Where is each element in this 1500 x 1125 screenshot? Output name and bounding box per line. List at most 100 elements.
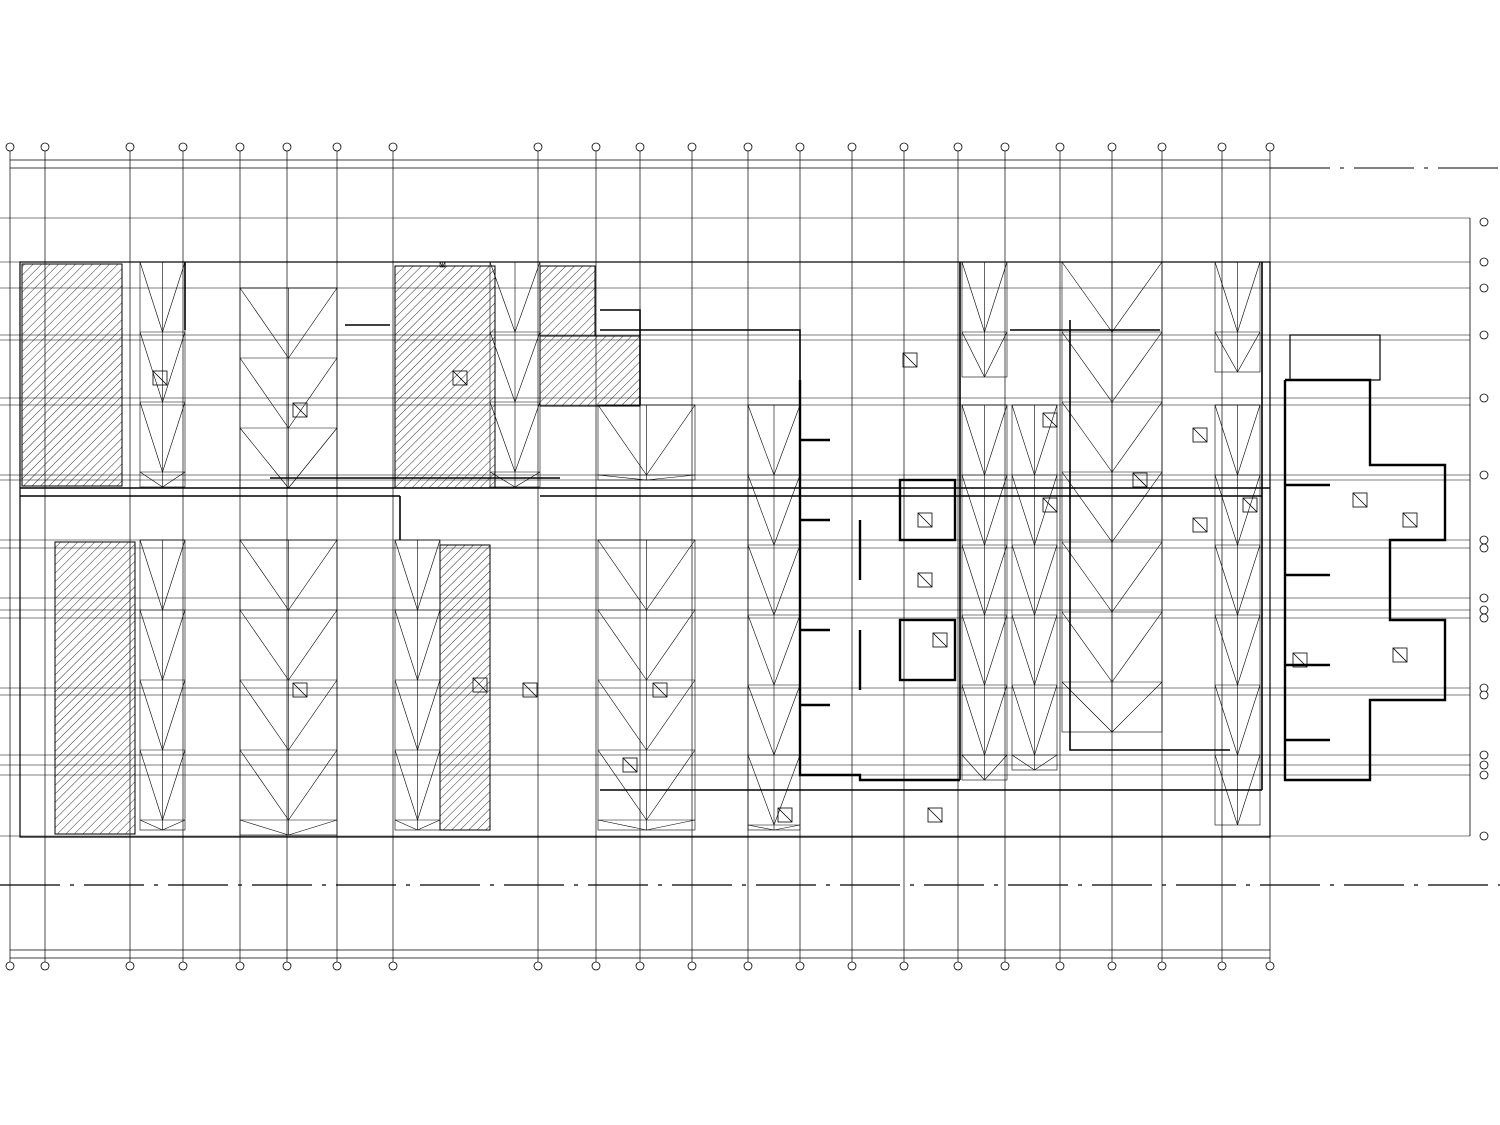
axis-bubble — [635, 142, 645, 152]
equipment-cross — [622, 757, 638, 773]
axis-bubble — [1479, 831, 1489, 841]
bay-diagonal — [417, 609, 441, 681]
bay-diagonal — [442, 261, 446, 268]
bay-diagonal — [773, 614, 801, 686]
axis-bubble — [125, 142, 135, 152]
bay-diagonal — [1111, 541, 1163, 613]
equipment-cross — [292, 682, 308, 698]
equipment-cross — [932, 632, 948, 648]
bay-diagonal — [961, 614, 985, 686]
bay-diagonal — [489, 401, 516, 473]
axis-bubble — [282, 142, 292, 152]
bay-diagonal — [139, 261, 163, 333]
axis-bubble — [178, 142, 188, 152]
axis-bubble — [899, 142, 909, 152]
equipment-symbol — [1402, 512, 1418, 528]
bay-diagonal — [239, 609, 289, 681]
bay-diagonal — [1034, 404, 1058, 476]
hatched-core-center-lower — [439, 544, 491, 831]
bay-diagonal — [239, 357, 289, 429]
equipment-cross — [917, 512, 933, 528]
equipment-cross — [522, 682, 538, 698]
axis-bubble — [1055, 961, 1065, 971]
equipment-cross — [1192, 517, 1208, 533]
axis-bubble — [235, 961, 245, 971]
axis-bubble — [743, 961, 753, 971]
equipment-cross — [152, 370, 168, 386]
axis-bubble — [125, 961, 135, 971]
axis-bubble — [1479, 593, 1489, 603]
bay-diagonal — [597, 819, 647, 831]
bay-diagonal — [288, 819, 338, 836]
axis-bubble — [1000, 142, 1010, 152]
bay-diagonal — [597, 539, 647, 611]
bay-diagonal — [984, 614, 1008, 686]
axis-bubble — [533, 142, 543, 152]
bay-diagonal — [1011, 754, 1035, 771]
bay-diagonal — [1237, 331, 1261, 373]
bay-diagonal — [984, 404, 1008, 476]
equipment-symbol — [292, 682, 308, 698]
bay-diagonal — [514, 471, 541, 488]
bay-diagonal — [489, 471, 516, 488]
equipment-symbol — [777, 807, 793, 823]
bay-diagonal — [288, 287, 338, 359]
bay-diagonal — [1034, 614, 1058, 686]
axis-bubble — [1107, 961, 1117, 971]
bay-diagonal — [1034, 684, 1058, 756]
axis-bubble — [1265, 142, 1275, 152]
bay-diagonal — [417, 749, 441, 821]
bay-diagonal — [288, 357, 338, 429]
bay-diagonal — [773, 824, 801, 831]
bay-diagonal — [162, 539, 186, 611]
bay-diagonal — [984, 544, 1008, 616]
bay-diagonal — [162, 749, 186, 821]
axis-bubble — [1479, 535, 1489, 545]
bay-diagonal — [288, 539, 338, 611]
axis-bubble — [5, 961, 15, 971]
equipment-symbol — [622, 757, 638, 773]
axis-bubble — [1479, 283, 1489, 293]
equipment-cross — [1042, 412, 1058, 428]
axis-bubble — [1000, 961, 1010, 971]
bay-diagonal — [1237, 261, 1261, 333]
bay-diagonal — [288, 679, 338, 751]
bay-diagonal — [239, 749, 289, 821]
bay-diagonal — [773, 684, 801, 756]
equipment-symbol — [1392, 647, 1408, 663]
bay-diagonal — [747, 544, 775, 616]
axis-bubble — [795, 961, 805, 971]
bay-diagonal — [1214, 544, 1238, 616]
bay-diagonal — [239, 539, 289, 611]
axis-bubble — [282, 961, 292, 971]
bay-diagonal — [162, 819, 186, 831]
axis-bubble — [40, 142, 50, 152]
bay-diagonal — [1034, 754, 1058, 771]
equipment-cross — [927, 807, 943, 823]
bay-diagonal — [139, 471, 163, 488]
equipment-symbol — [1292, 652, 1308, 668]
bay-diagonal — [961, 261, 985, 333]
axis-bubble — [1479, 257, 1489, 267]
bay-diagonal — [162, 471, 186, 488]
equipment-cross — [1192, 427, 1208, 443]
equipment-symbol — [902, 352, 918, 368]
bay-diagonal — [961, 684, 985, 756]
bay-diagonal — [239, 427, 289, 489]
axis-bubble — [5, 142, 15, 152]
axis-bubble — [1157, 961, 1167, 971]
axis-bubble — [1479, 543, 1489, 553]
equipment-symbol — [152, 370, 168, 386]
bay-diagonal — [139, 539, 163, 611]
bay-diagonal — [239, 287, 289, 359]
bay-diagonal — [1011, 404, 1035, 476]
axis-bubble — [847, 142, 857, 152]
horizontal-axis-grid — [0, 217, 1470, 837]
bay-diagonal — [646, 749, 696, 821]
outer-boundary — [0, 167, 1500, 886]
bay-diagonal — [1111, 261, 1163, 333]
bay-diagonal — [646, 679, 696, 751]
bay-diagonal — [984, 754, 1008, 781]
bay-diagonal — [961, 754, 985, 781]
equipment-cross — [452, 370, 468, 386]
